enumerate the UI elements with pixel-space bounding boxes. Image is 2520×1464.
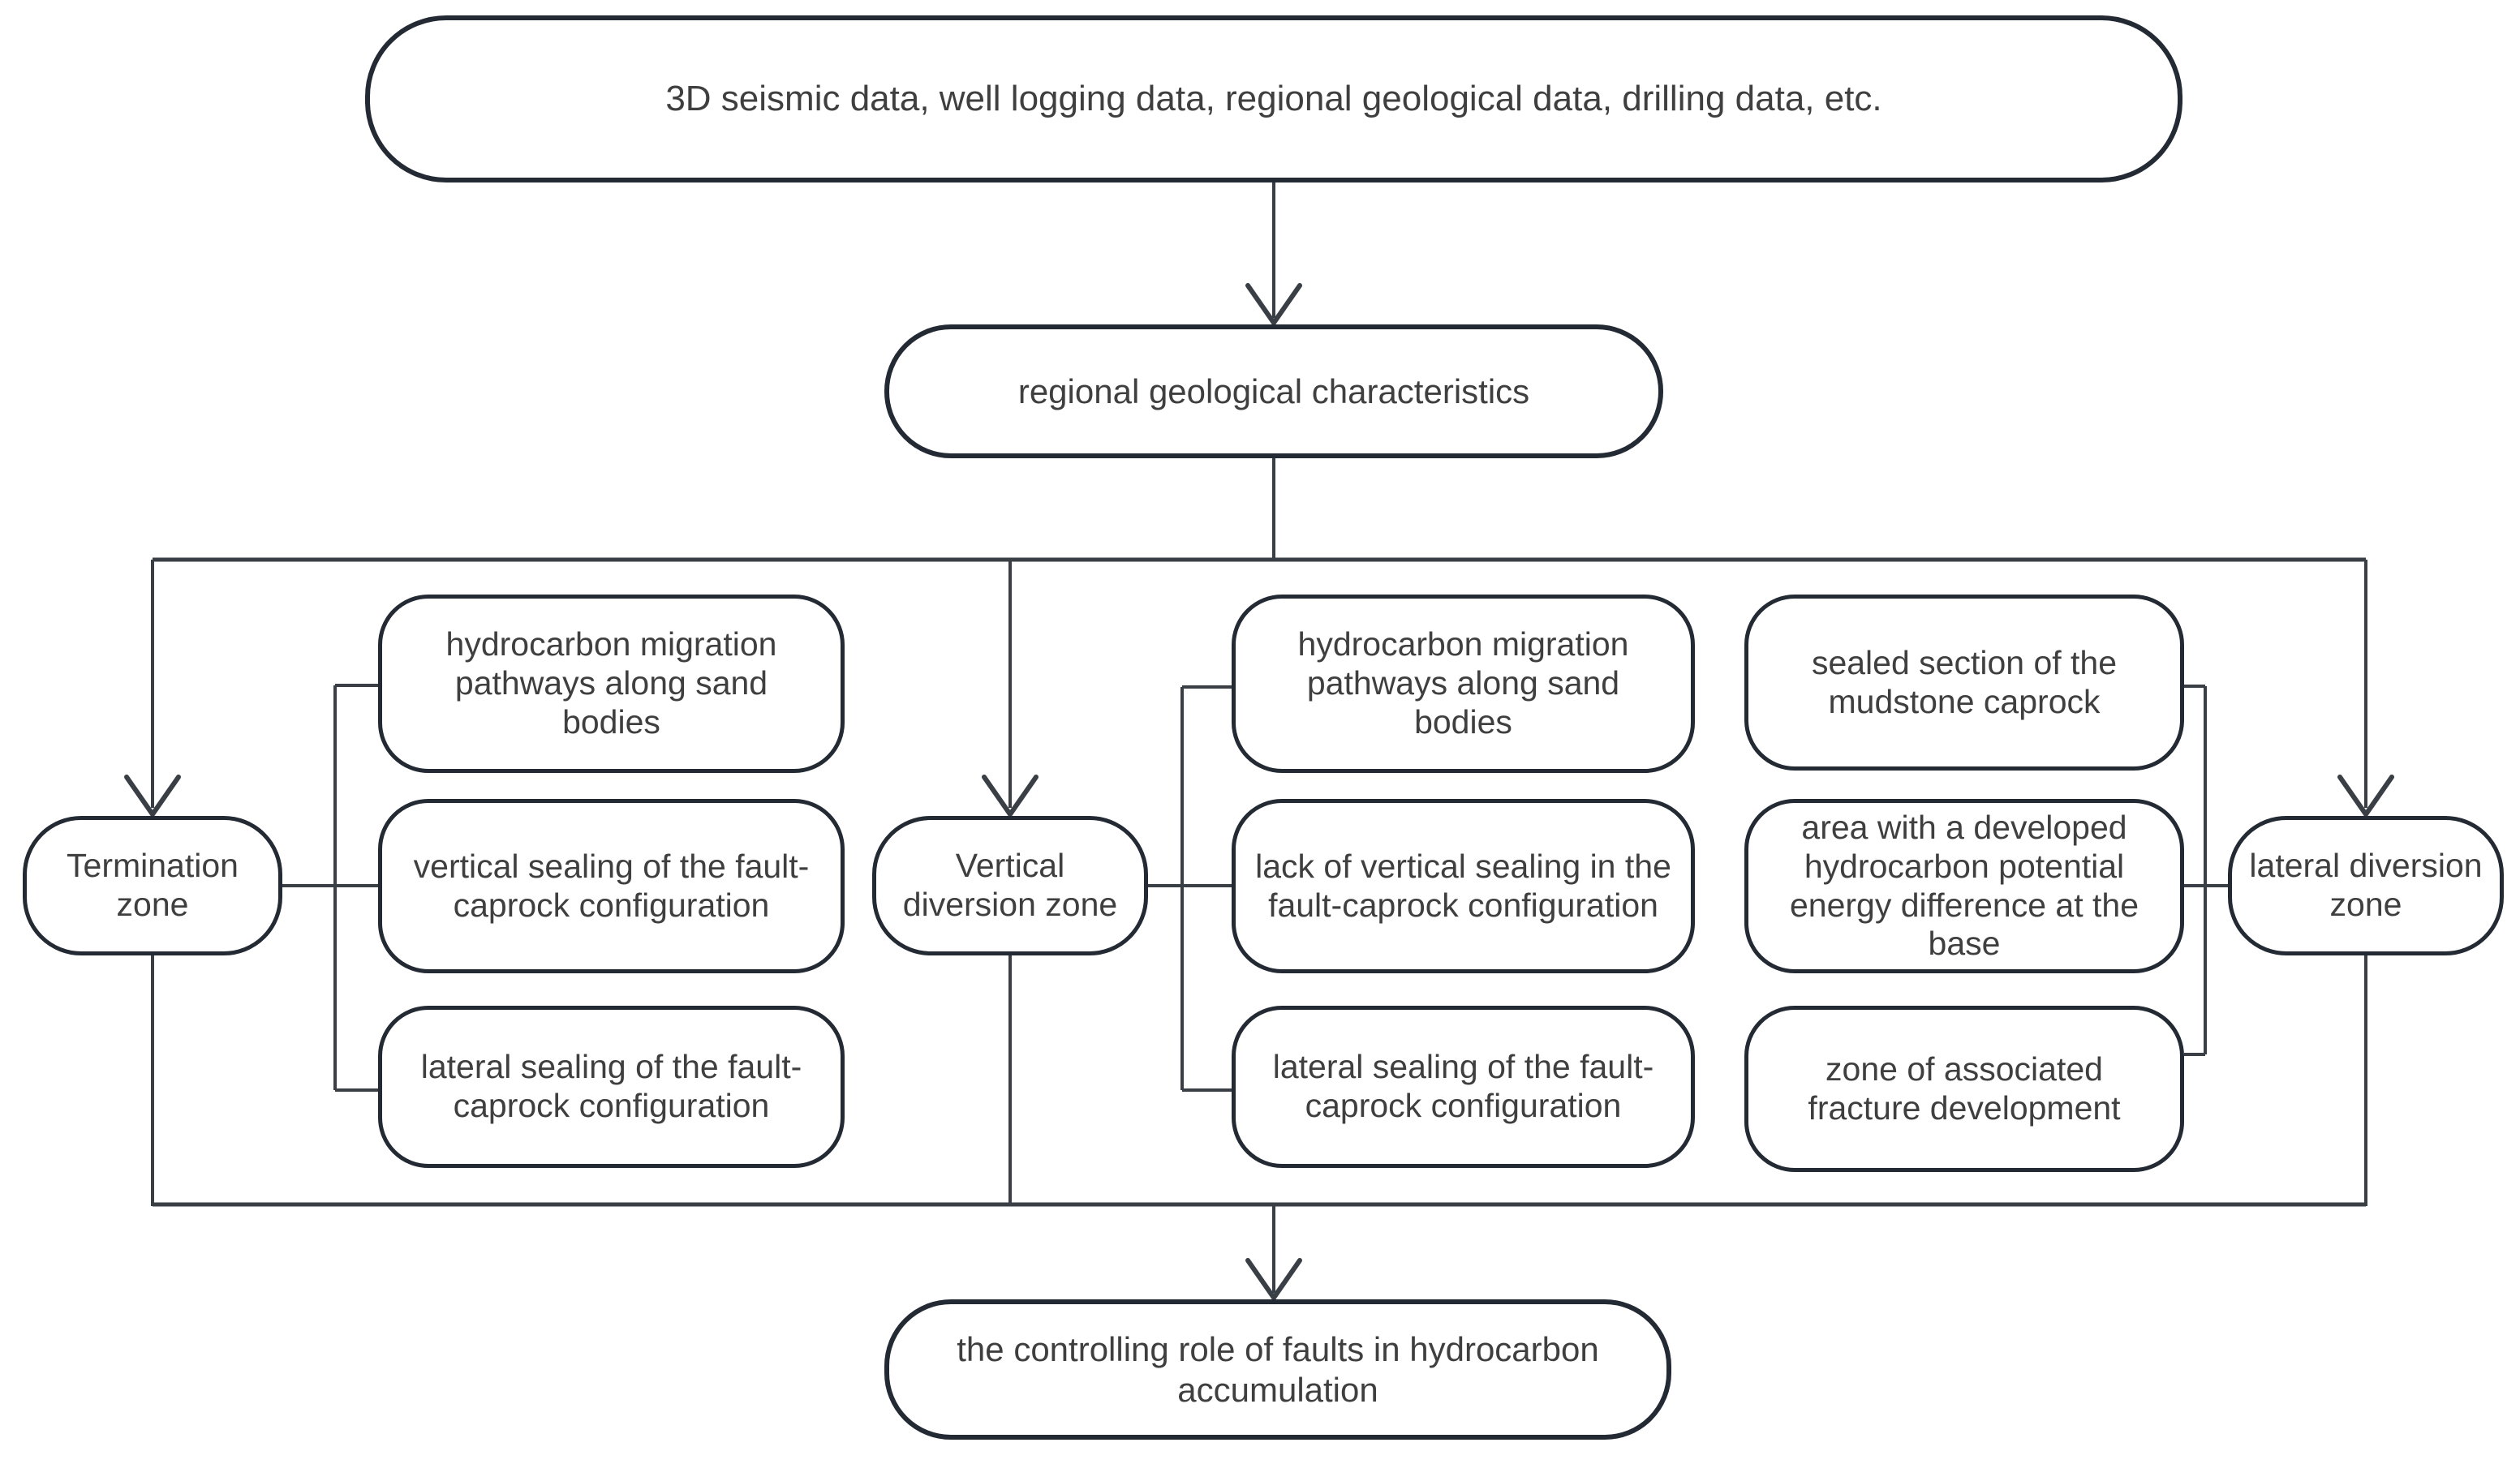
- factor-box-lateral-3: zone of associated fracture development: [1744, 1006, 2184, 1172]
- factor-termination-2-label: vertical sealing of the fault-caprock co…: [413, 847, 810, 924]
- zone-lateral-label: lateral diversion zone: [2249, 847, 2483, 923]
- factor-box-vertical-1: hydrocarbon migration pathways along san…: [1232, 595, 1695, 773]
- arrowhead-lateral: [2337, 775, 2394, 817]
- factor-box-termination-1: hydrocarbon migration pathways along san…: [378, 595, 845, 773]
- factor-vertical-2-label: lack of vertical sealing in the fault-ca…: [1255, 847, 1671, 924]
- bracket-vertical: [1148, 685, 1232, 1092]
- regional-characteristics-box: regional geological characteristics: [884, 324, 1663, 458]
- factor-box-vertical-2: lack of vertical sealing in the fault-ca…: [1232, 799, 1695, 973]
- factor-vertical-1-label: hydrocarbon migration pathways along san…: [1297, 625, 1629, 741]
- factor-lateral-3-label: zone of associated fracture development: [1808, 1050, 2121, 1127]
- factor-termination-1-label: hydrocarbon migration pathways along san…: [445, 625, 777, 741]
- arrowhead-termination: [124, 775, 181, 817]
- zone-box-termination: Termination zone: [23, 816, 282, 955]
- factor-box-termination-2: vertical sealing of the fault-caprock co…: [378, 799, 845, 973]
- factor-box-termination-3: lateral sealing of the fault-caprock con…: [378, 1006, 845, 1168]
- regional-characteristics-label: regional geological characteristics: [1017, 371, 1530, 410]
- result-box: the controlling role of faults in hydroc…: [884, 1299, 1671, 1440]
- zone-vertical-label: Vertical diversion zone: [902, 847, 1118, 923]
- bracket-lateral: [2184, 685, 2228, 1056]
- factor-box-lateral-2: area with a developed hydrocarbon potent…: [1744, 799, 2184, 973]
- zone-box-lateral-diversion: lateral diversion zone: [2228, 816, 2504, 955]
- source-data-box: 3D seismic data, well logging data, regi…: [365, 15, 2182, 182]
- factor-vertical-3-label: lateral sealing of the fault-caprock con…: [1272, 1048, 1654, 1124]
- zone-box-vertical-diversion: Vertical diversion zone: [872, 816, 1148, 955]
- arrowhead-vertical: [982, 775, 1039, 817]
- factor-termination-3-label: lateral sealing of the fault-caprock con…: [420, 1048, 802, 1124]
- factor-box-vertical-3: lateral sealing of the fault-caprock con…: [1232, 1006, 1695, 1168]
- arrowhead-result: [1245, 1258, 1302, 1300]
- factor-lateral-1-label: sealed section of the mudstone caprock: [1811, 643, 2118, 720]
- factor-box-lateral-1: sealed section of the mudstone caprock: [1744, 595, 2184, 771]
- bracket-termination: [282, 684, 378, 1092]
- source-data-label: 3D seismic data, well logging data, regi…: [665, 79, 1882, 119]
- result-label: the controlling role of faults in hydroc…: [957, 1330, 1599, 1409]
- factor-lateral-2-label: area with a developed hydrocarbon potent…: [1789, 808, 2139, 963]
- arrowhead-regional: [1245, 283, 1302, 325]
- zone-termination-label: Termination zone: [67, 847, 239, 923]
